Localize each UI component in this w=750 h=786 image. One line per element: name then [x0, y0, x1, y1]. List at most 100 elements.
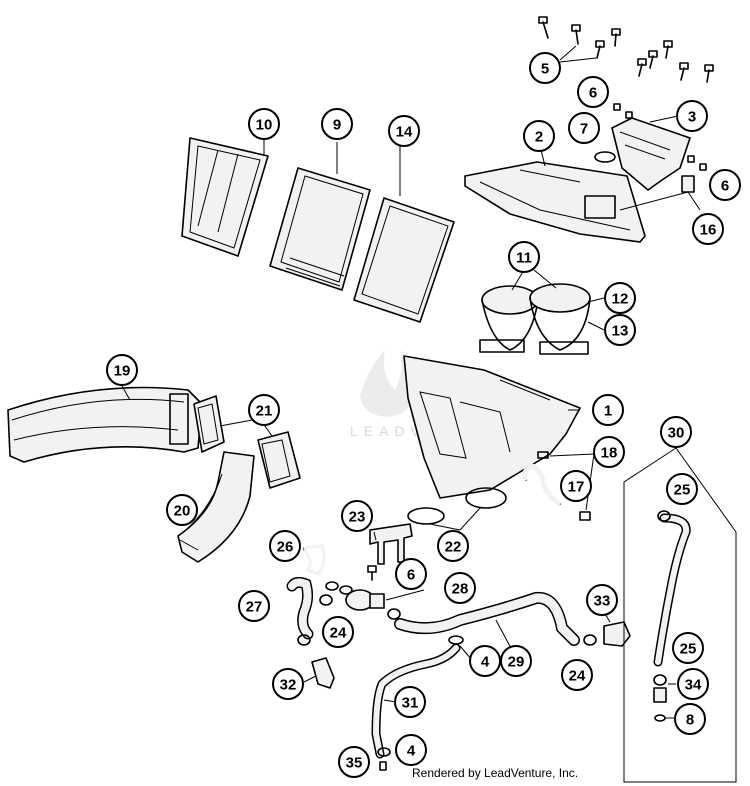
callout-circle	[238, 590, 270, 622]
callout-number: 30	[668, 425, 685, 442]
callout-circle	[529, 52, 561, 84]
callout-circle	[677, 668, 709, 700]
callout-circle	[388, 115, 420, 147]
callout-number: 29	[508, 654, 525, 671]
part-16-sensor	[619, 175, 701, 211]
callout-5: 5	[529, 52, 561, 84]
callout-24: 24	[561, 659, 593, 691]
part-10-filter-frame	[181, 137, 269, 257]
callout-circle	[577, 76, 609, 108]
callout-circle	[674, 703, 706, 735]
callout-20: 20	[166, 494, 198, 526]
callout-circle	[508, 241, 540, 273]
callout-circle	[604, 314, 636, 346]
callout-number: 35	[346, 755, 363, 772]
part-9-air-filter	[269, 142, 371, 291]
callout-circle	[568, 112, 600, 144]
callout-circle	[394, 686, 426, 718]
callout-2: 2	[523, 120, 555, 152]
callout-21: 21	[248, 394, 280, 426]
part-19-intake-duct	[7, 385, 203, 463]
callout-number: 12	[612, 291, 629, 308]
callout-circle	[272, 668, 304, 700]
part-2-airbox-lid	[464, 145, 646, 243]
callout-number: 27	[246, 599, 263, 616]
callout-number: 6	[407, 567, 415, 584]
callout-number: 5	[541, 61, 549, 78]
callout-26: 26	[269, 530, 301, 562]
part-3-cover	[611, 115, 691, 191]
callout-number: 24	[569, 668, 586, 685]
callout-28: 28	[444, 572, 476, 604]
callout-number: 31	[402, 695, 419, 712]
part-22-seal-rings	[407, 487, 507, 531]
watermark-flame-icon	[360, 350, 416, 417]
callout-8: 8	[674, 703, 706, 735]
callout-number: 2	[535, 129, 543, 146]
callout-number: 34	[685, 677, 702, 694]
callout-number: 6	[589, 85, 597, 102]
callout-circle	[269, 530, 301, 562]
callout-circle	[500, 645, 532, 677]
callout-12: 12	[604, 282, 636, 314]
callout-circle	[395, 734, 427, 766]
callout-3: 3	[676, 100, 708, 132]
callout-circle	[692, 213, 724, 245]
callout-number: 23	[349, 509, 366, 526]
callout-34: 34	[677, 668, 709, 700]
callout-6: 6	[577, 76, 609, 108]
callout-number: 33	[594, 593, 611, 610]
callout-number: 4	[407, 743, 416, 760]
part-26-elbow	[302, 544, 326, 576]
callout-1: 1	[592, 394, 624, 426]
callout-circle	[672, 632, 704, 664]
part-6-screw-mid	[367, 565, 377, 581]
callout-27: 27	[238, 590, 270, 622]
callout-7: 7	[568, 112, 600, 144]
callout-number: 8	[686, 712, 694, 729]
callout-circle	[560, 470, 592, 502]
callout-33: 33	[586, 584, 618, 616]
callout-circle	[676, 100, 708, 132]
callout-circle	[604, 282, 636, 314]
credit-text: Rendered by LeadVenture, Inc.	[412, 766, 579, 780]
callout-25: 25	[666, 473, 698, 505]
callout-number: 25	[674, 482, 691, 499]
callout-number: 4	[481, 654, 490, 671]
callout-number: 21	[256, 403, 273, 420]
part-14-filter-cage	[353, 146, 455, 323]
callout-35: 35	[338, 746, 370, 778]
callout-number: 16	[700, 222, 717, 239]
part-11-intake-boots	[479, 269, 605, 355]
part-23-bracket	[369, 523, 413, 565]
callout-number: 6	[721, 178, 729, 195]
callout-number: 10	[256, 117, 273, 134]
callout-14: 14	[388, 115, 420, 147]
callout-4: 4	[469, 645, 501, 677]
callout-30: 30	[660, 416, 692, 448]
part-24-clamps	[297, 581, 597, 646]
callout-6: 6	[709, 169, 741, 201]
callout-29: 29	[500, 645, 532, 677]
callout-32: 32	[272, 668, 304, 700]
callout-circle	[338, 746, 370, 778]
callout-number: 22	[445, 539, 462, 556]
screws-5	[538, 16, 714, 83]
callout-4: 4	[395, 734, 427, 766]
callout-18: 18	[593, 436, 625, 468]
part-21-gaskets	[193, 395, 301, 489]
callout-19: 19	[106, 354, 138, 386]
callout-circle	[709, 169, 741, 201]
callout-circle	[592, 394, 624, 426]
callout-number: 25	[680, 641, 697, 658]
callout-circle	[437, 530, 469, 562]
callout-10: 10	[248, 108, 280, 140]
callout-number: 24	[330, 625, 347, 642]
callout-11: 11	[508, 241, 540, 273]
callout-number: 17	[568, 479, 585, 496]
part-32-bracket	[303, 657, 335, 689]
callout-circle	[248, 394, 280, 426]
callout-circle	[248, 108, 280, 140]
callout-circle	[106, 354, 138, 386]
